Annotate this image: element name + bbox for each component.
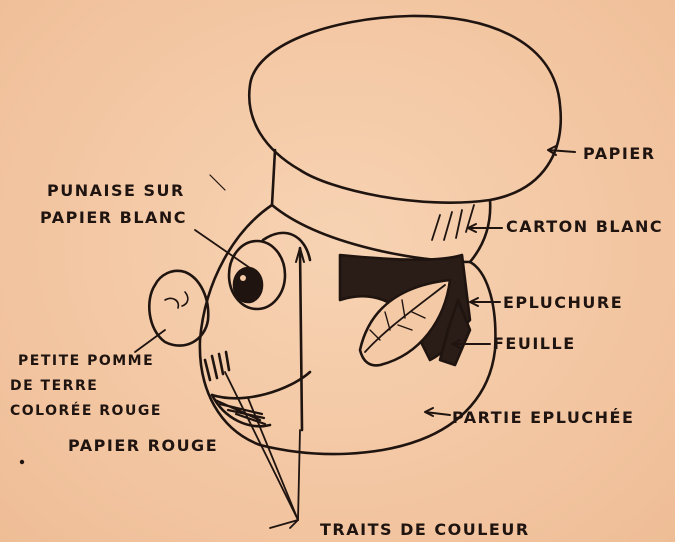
label-papier: PAPIER bbox=[583, 146, 656, 162]
label-feuille: FEUILLE bbox=[493, 336, 576, 352]
label-papier-rouge: PAPIER ROUGE bbox=[68, 438, 218, 454]
leader-partie bbox=[425, 408, 450, 416]
stray-dot bbox=[20, 460, 24, 464]
leader-feuille bbox=[452, 340, 490, 348]
leader-epluchure bbox=[470, 298, 500, 306]
leader-carton bbox=[468, 224, 502, 232]
eye-pupil bbox=[234, 268, 262, 302]
leader-traits-c bbox=[248, 398, 298, 520]
label-pomme-line3: COLORÉE ROUGE bbox=[10, 404, 162, 418]
label-pomme-line2: DE TERRE bbox=[10, 379, 98, 393]
label-partie-epluchee: PARTIE EPLUCHÉE bbox=[452, 410, 634, 426]
leader-pomme bbox=[135, 330, 165, 352]
leader-traits-b bbox=[298, 430, 300, 520]
label-carton-blanc: CARTON BLANC bbox=[506, 219, 663, 235]
hat-band bbox=[272, 150, 275, 205]
label-traits-de-couleur: TRAITS DE COULEUR bbox=[320, 522, 530, 538]
leader-papier bbox=[548, 146, 575, 155]
label-punaise-line1: PUNAISE SUR bbox=[47, 183, 185, 199]
chef-hat-top bbox=[249, 16, 561, 203]
centre-line bbox=[300, 248, 302, 430]
label-pomme-line1: PETITE POMME bbox=[18, 354, 154, 368]
label-punaise-line2: PAPIER BLANC bbox=[40, 210, 187, 226]
label-epluchure: EPLUCHURE bbox=[503, 295, 623, 311]
